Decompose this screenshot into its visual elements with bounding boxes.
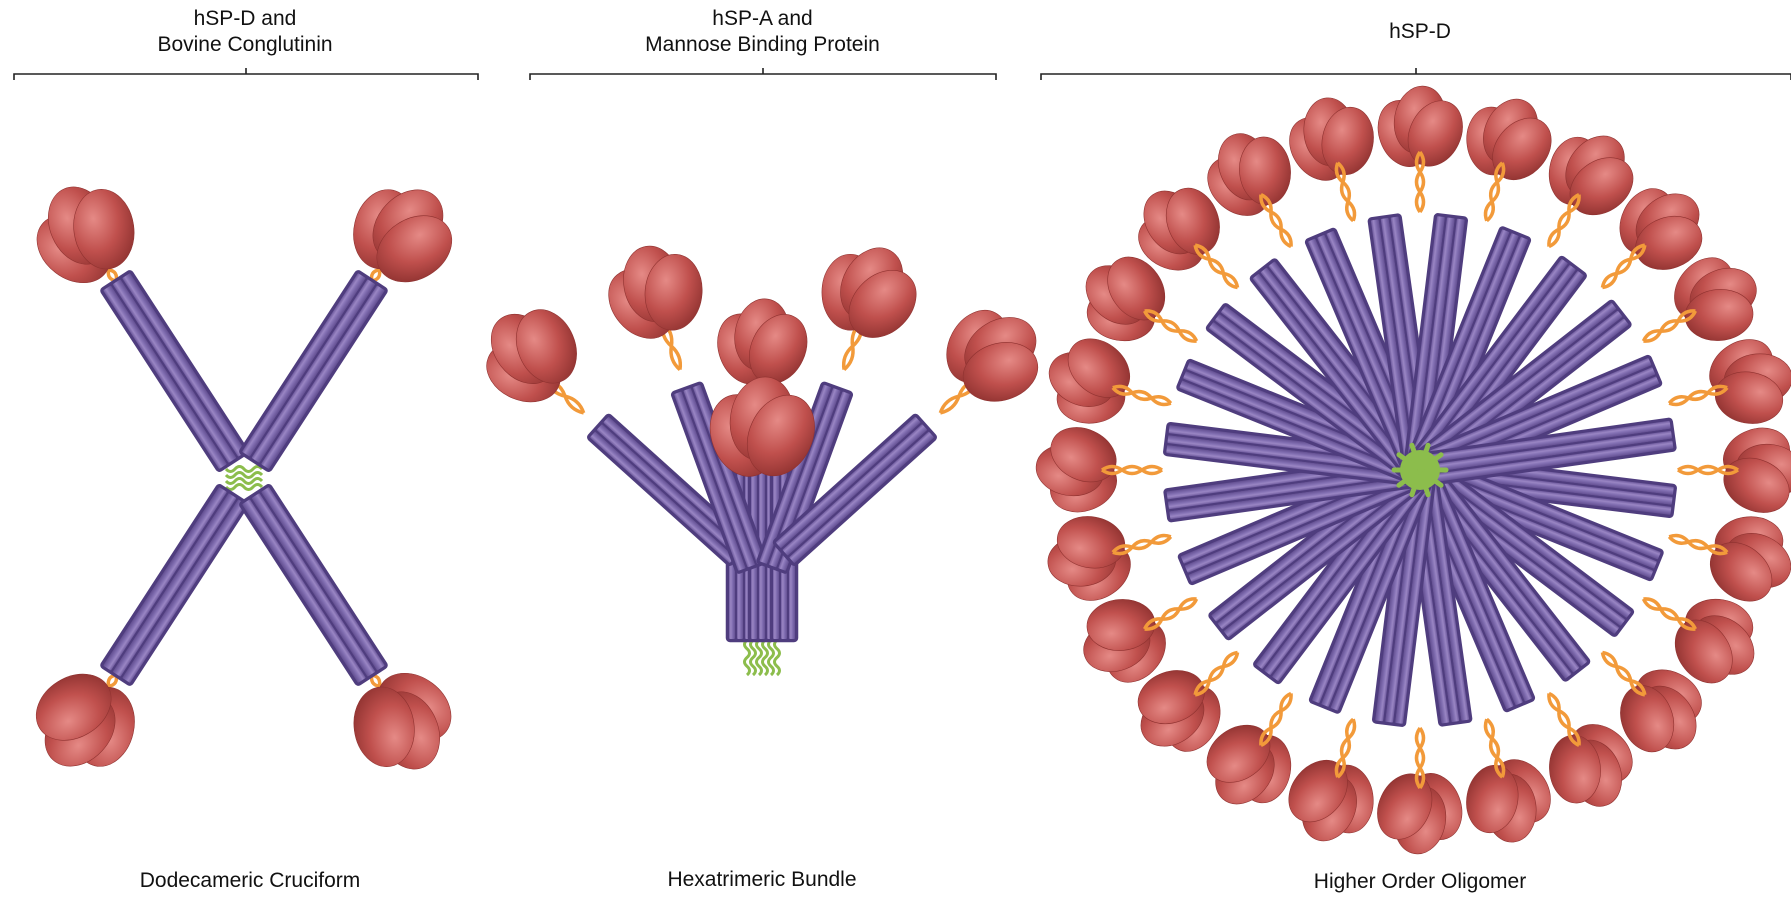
panel2-header: hSP-A and Mannose Binding Protein xyxy=(610,6,915,58)
crd-head-cluster-18 xyxy=(1369,82,1473,175)
panel3-header-line1: hSP-D xyxy=(1320,19,1520,45)
crd-head-cluster-12 xyxy=(1032,417,1125,521)
dodecameric-cruciform-illustration xyxy=(4,154,485,801)
header-brackets xyxy=(14,68,1791,80)
panel3-header: hSP-D xyxy=(1320,19,1520,45)
collagen-stalk-2 xyxy=(100,484,248,686)
panel1-header: hSP-D and Bovine Conglutinin xyxy=(145,6,345,58)
collagen-stalk-0 xyxy=(100,270,248,472)
hexatrimeric-bundle-illustration xyxy=(454,224,1071,675)
higher-order-oligomer-illustration xyxy=(1032,82,1791,859)
panel1-caption: Dodecameric Cruciform xyxy=(100,868,400,894)
arm-2 xyxy=(4,484,249,800)
panel3-bracket xyxy=(1041,68,1791,80)
n-terminal-tails xyxy=(745,640,780,675)
crd-head-cluster-0 xyxy=(1715,419,1791,523)
panel3-caption: Higher Order Oligomer xyxy=(1270,869,1570,895)
collagen-stalk-3 xyxy=(239,484,387,686)
n-terminal-tails xyxy=(226,467,262,490)
arm-0 xyxy=(6,154,249,472)
panel1-header-line2: Bovine Conglutinin xyxy=(145,32,345,58)
panel1-bracket xyxy=(14,68,478,80)
panel2-header-line1: hSP-A and xyxy=(610,6,915,32)
arm-3 xyxy=(239,484,482,802)
crd-head-cluster-6 xyxy=(1367,765,1471,858)
crd-head-cluster-1 xyxy=(584,224,728,361)
collagen-stalk-1 xyxy=(239,270,387,472)
arm-1 xyxy=(239,156,484,472)
panel2-bracket xyxy=(530,68,996,80)
panel2-caption: Hexatrimeric Bundle xyxy=(612,867,912,893)
crd-head-cluster-0 xyxy=(454,277,609,433)
crd-head-cluster-2 xyxy=(797,225,941,362)
panel1-header-line1: hSP-D and xyxy=(145,6,345,32)
panel2-header-line2: Mannose Binding Protein xyxy=(610,32,915,58)
